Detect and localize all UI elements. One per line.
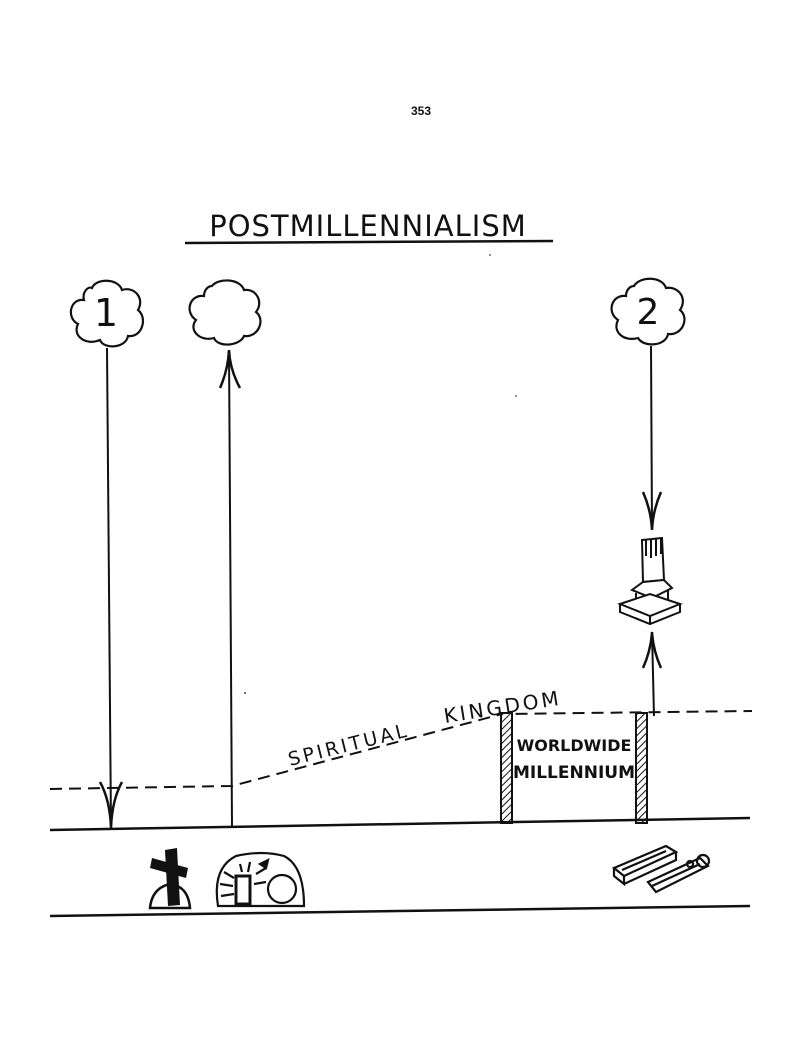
ascension-line (228, 349, 233, 829)
ground-line-bottom (49, 904, 751, 918)
empty-tomb-icon (215, 851, 306, 908)
second-coming-arrow (641, 491, 663, 531)
speck (489, 254, 491, 256)
sign-line-2: MILLENNIUM (513, 763, 635, 783)
sign-line-1: WORLDWIDE (517, 736, 632, 755)
title-underline (184, 239, 554, 245)
cloud-2: 2 (610, 277, 686, 346)
throne-icon (617, 536, 683, 626)
cross-icon (148, 848, 192, 910)
rising-arrow (641, 631, 663, 669)
ascension-arrow (218, 349, 242, 389)
spiritual-label: SPIRITUAL (286, 719, 412, 770)
page-number: 353 (411, 104, 431, 118)
sign-post-right (635, 712, 648, 824)
cloud-2-label: 2 (637, 292, 660, 333)
open-scroll-icon (611, 844, 711, 894)
speck (515, 395, 517, 397)
diagram-title: POSTMILLENNIALISM (209, 209, 527, 243)
throne-to-ground-line (651, 631, 655, 717)
sign-post-left (500, 712, 513, 824)
second-coming-line (650, 345, 653, 531)
cloud-ascension (188, 279, 262, 346)
millennium-sign: WORLDWIDE MILLENNIUM (500, 712, 648, 824)
speck (244, 692, 246, 694)
cloud-1: 1 (69, 279, 145, 348)
ground-line-top (49, 816, 751, 832)
spiritual-kingdom-label: SPIRITUAL KINGDOM (286, 686, 563, 771)
cloud-1-label: 1 (94, 291, 118, 335)
first-coming-line (106, 347, 112, 829)
